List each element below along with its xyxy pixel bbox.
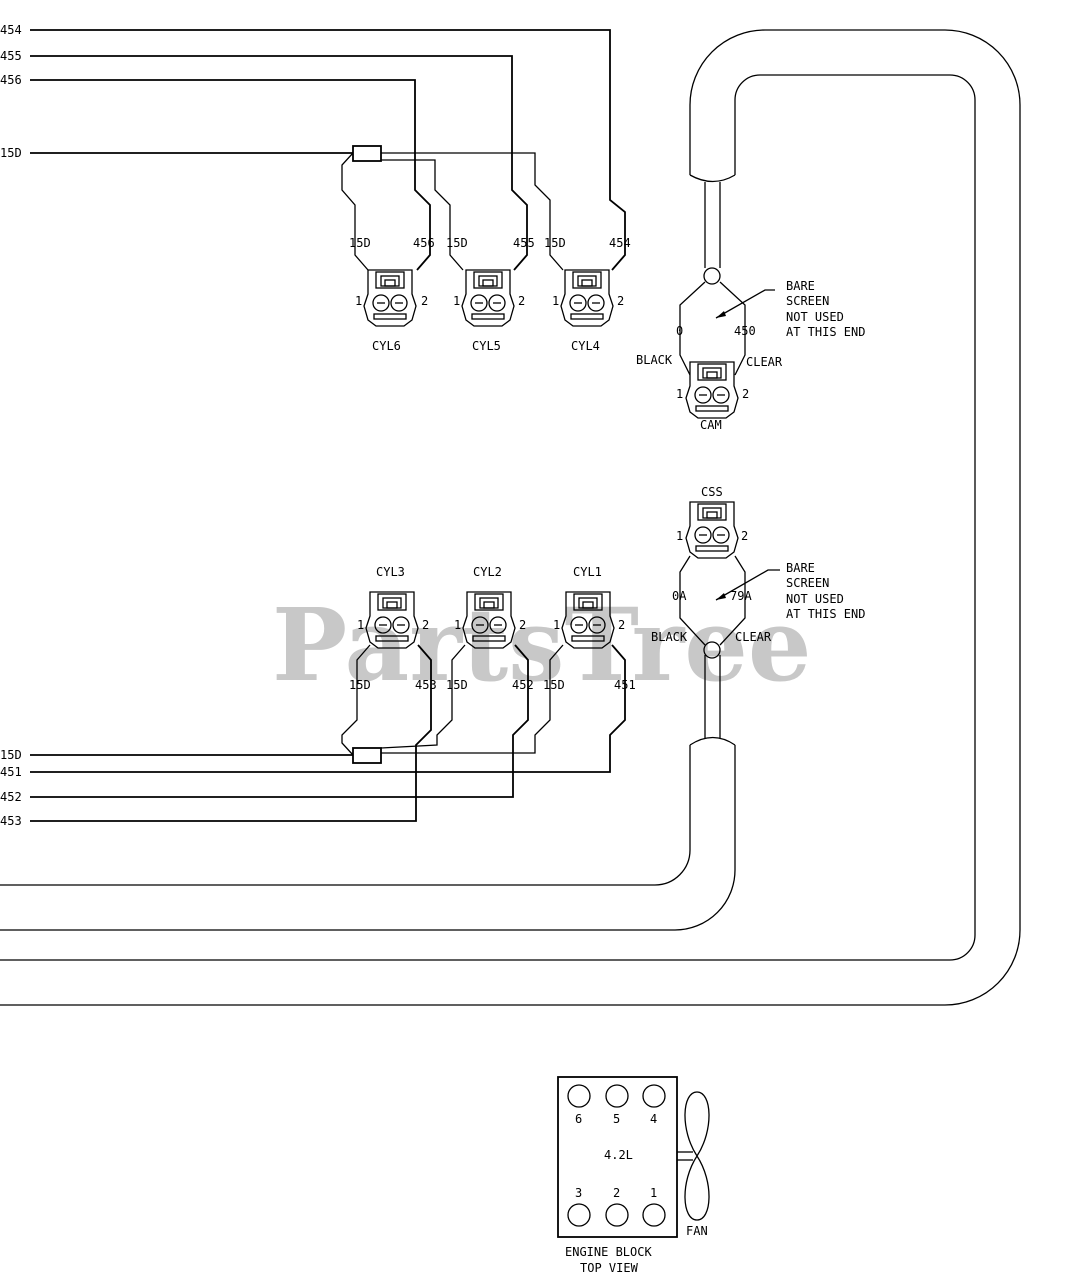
wire-color-label: CLEAR	[746, 355, 783, 369]
wire-label: 15D	[446, 236, 468, 250]
wire-label: 456	[0, 73, 22, 87]
wire-label: 0	[676, 324, 683, 338]
note-text: AT THIS END	[786, 325, 865, 339]
wire-label: 15D	[349, 236, 371, 250]
cylinder-number: 2	[613, 1186, 620, 1200]
connector-cyl5: 15D 455 1 2 CYL5	[446, 236, 535, 353]
fan-icon	[684, 1091, 710, 1221]
wire-label: 15D	[0, 748, 22, 762]
note-text: NOT USED	[786, 310, 844, 324]
connector-name: CYL6	[372, 339, 401, 353]
connector-name: CYL5	[472, 339, 501, 353]
note-text: SCREEN	[786, 294, 829, 308]
wire-label: 454	[0, 23, 22, 37]
wire-label: 15D	[0, 146, 22, 160]
wire-label: 15D	[543, 678, 565, 692]
pin-label: 2	[421, 294, 428, 308]
wire-label: 0A	[672, 589, 687, 603]
pin-label: 1	[357, 618, 364, 632]
pin-label: 2	[741, 529, 748, 543]
connector-name: CSS	[701, 485, 723, 499]
harness-conduit	[0, 29, 1021, 1006]
pin-label: 2	[617, 294, 624, 308]
connector-cyl6: 15D 456 1 2 CYL6	[349, 236, 435, 353]
wire-label: 452	[512, 678, 534, 692]
wire-label: 455	[0, 49, 22, 63]
connector-name: CYL1	[573, 565, 602, 579]
pin-label: 1	[552, 294, 559, 308]
pin-label: 1	[454, 618, 461, 632]
pin-label: 1	[676, 529, 683, 543]
wire-label: 453	[0, 814, 22, 828]
note-text: AT THIS END	[786, 607, 865, 621]
watermark: PartsTree	[272, 586, 812, 704]
cylinder-number: 1	[650, 1186, 657, 1200]
cylinder-6	[567, 1084, 591, 1108]
wire-label: 15D	[446, 678, 468, 692]
wire-color-label: BLACK	[651, 630, 688, 644]
connector-cam: 0 450 BLACK CLEAR 1 2 CAM BARE SCREEN NO…	[636, 279, 865, 432]
engine-block: 6 5 4 3 2 1 4.2L FAN ENGINE BLOCK TOP VI…	[557, 1076, 710, 1275]
pin-label: 1	[553, 618, 560, 632]
note-text: BARE	[786, 561, 815, 575]
pin-label: 1	[453, 294, 460, 308]
connector-cyl3: CYL3 1 2 15D 453	[349, 565, 437, 692]
harness-wires: 454 455 456 15D 15D 451 452 453	[0, 23, 626, 828]
wire-label: 455	[513, 236, 535, 250]
wire-label: 79A	[730, 589, 752, 603]
cylinder-number: 4	[650, 1112, 657, 1126]
cylinder-3	[567, 1203, 591, 1227]
pin-label: 2	[742, 387, 749, 401]
wire-label: 454	[609, 236, 631, 250]
note-text: BARE	[786, 279, 815, 293]
connector-name: CYL2	[473, 565, 502, 579]
connector-css: CSS 1 2 0A 79A BLACK CLEAR BARE SCREEN N…	[651, 485, 865, 646]
pin-label: 1	[355, 294, 362, 308]
cylinder-5	[605, 1084, 629, 1108]
wire-label: 453	[415, 678, 437, 692]
connector-name: CYL4	[571, 339, 600, 353]
engine-block-caption: TOP VIEW	[580, 1261, 639, 1275]
connector-cyl1: CYL1 1 2 15D 451	[543, 565, 636, 692]
wire-label: 450	[734, 324, 756, 338]
wire-label: 15D	[544, 236, 566, 250]
wire-label: 456	[413, 236, 435, 250]
cylinder-2	[605, 1203, 629, 1227]
note-text: NOT USED	[786, 592, 844, 606]
wire-label: 451	[0, 765, 22, 779]
wire-label: 451	[614, 678, 636, 692]
pin-label: 2	[519, 618, 526, 632]
pin-label: 1	[676, 387, 683, 401]
engine-block-caption: ENGINE BLOCK	[565, 1245, 652, 1259]
pin-label: 2	[518, 294, 525, 308]
cylinder-number: 6	[575, 1112, 582, 1126]
cylinder-number: 3	[575, 1186, 582, 1200]
connector-name: CAM	[700, 418, 722, 432]
connector-cyl4: 15D 454 1 2 CYL4	[544, 236, 631, 353]
connector-cyl2: CYL2 1 2 15D 452	[446, 565, 534, 692]
fan-label: FAN	[686, 1224, 708, 1238]
connector-name: CYL3	[376, 565, 405, 579]
displacement-label: 4.2L	[604, 1148, 633, 1162]
wire-color-label: CLEAR	[735, 630, 772, 644]
note-text: SCREEN	[786, 576, 829, 590]
cylinder-4	[642, 1084, 666, 1108]
wire-color-label: BLACK	[636, 353, 673, 367]
pin-label: 2	[618, 618, 625, 632]
wire-label: 452	[0, 790, 22, 804]
pin-label: 2	[422, 618, 429, 632]
wire-label: 15D	[349, 678, 371, 692]
cylinder-number: 5	[613, 1112, 620, 1126]
cylinder-1	[642, 1203, 666, 1227]
